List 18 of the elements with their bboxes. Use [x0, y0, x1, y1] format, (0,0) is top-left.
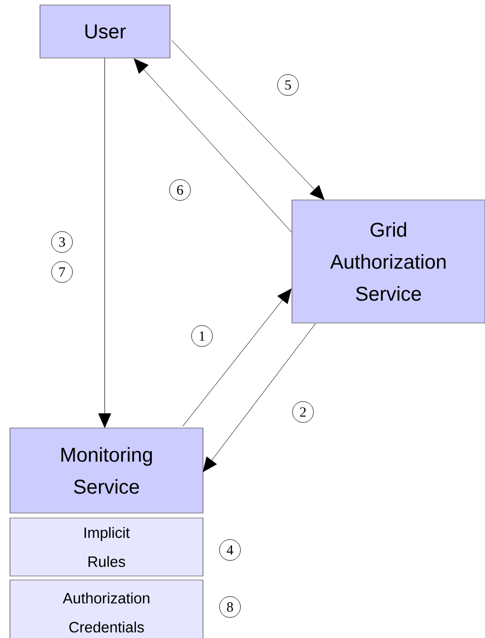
- step-number: 8: [219, 596, 241, 618]
- arrow: [98, 58, 112, 428]
- arrow: [171, 40, 324, 200]
- process-box: Grid Authorization Service: [292, 200, 485, 324]
- arrow: [202, 323, 316, 472]
- process-box: User: [40, 4, 170, 58]
- step-number: 6: [169, 179, 191, 201]
- step-number: 3: [51, 231, 73, 253]
- data-box: Authorization Credentials: [10, 580, 204, 638]
- step-number: 4: [219, 539, 241, 561]
- arrow: [134, 58, 292, 233]
- process-box: Monitoring Service: [10, 428, 204, 514]
- arrow: [182, 288, 292, 427]
- step-number: 2: [292, 401, 314, 423]
- data-box: Implicit Rules: [10, 518, 204, 576]
- step-number: 5: [277, 74, 299, 96]
- step-number: 1: [191, 325, 213, 347]
- step-number: 7: [51, 261, 73, 283]
